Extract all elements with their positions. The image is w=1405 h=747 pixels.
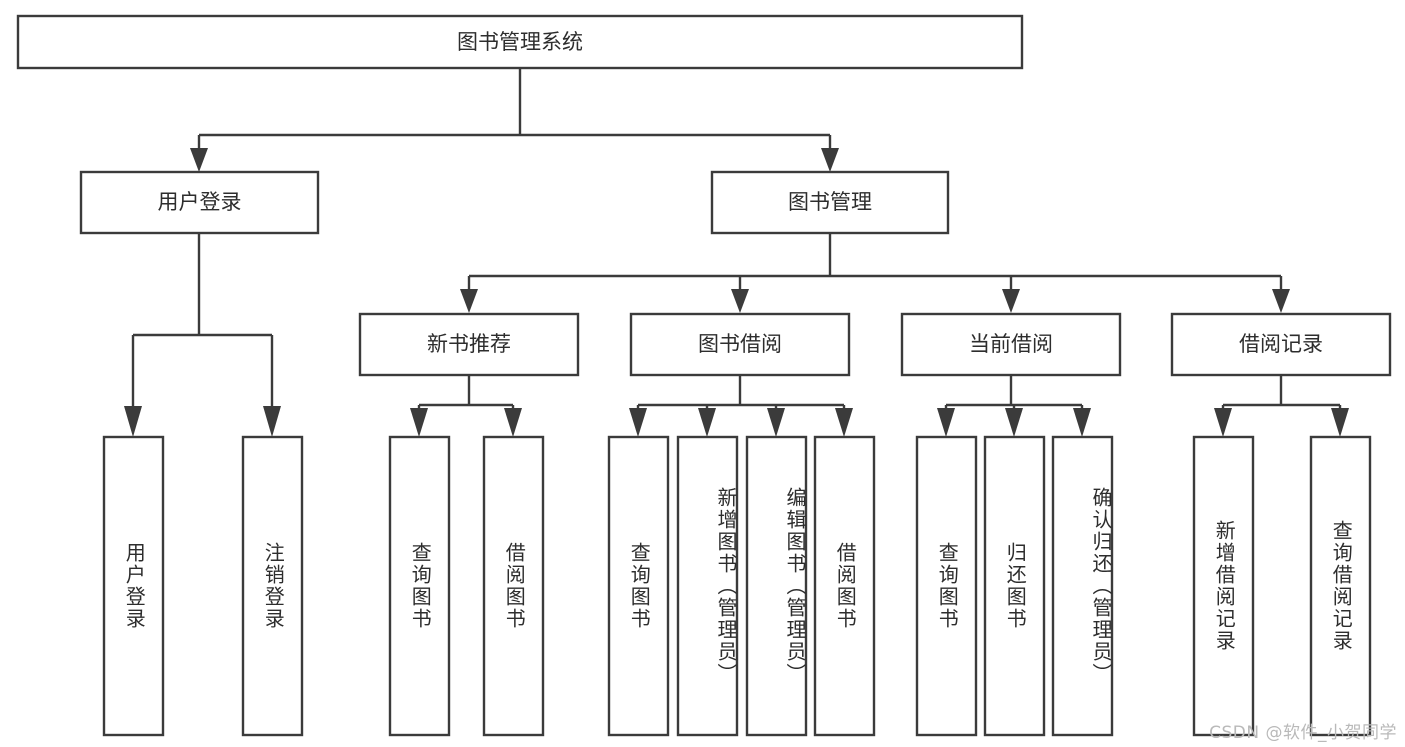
- node-leaf-query-book-3[interactable]: [915, 435, 978, 737]
- node-leaf-edit-book[interactable]: [745, 435, 808, 737]
- arrowhead-book-management: [821, 148, 839, 172]
- arrowhead-borrow-record: [1272, 289, 1290, 313]
- arrowhead-user-login: [190, 148, 208, 172]
- arrowhead-leaf-query-book-3: [937, 408, 955, 437]
- node-leaf-logout-login[interactable]: [241, 435, 304, 737]
- arrowhead-leaf-add-record: [1214, 408, 1232, 437]
- node-new-book-recommend-label: 新书推荐: [427, 332, 511, 356]
- arrowhead-leaf-confirm-return: [1073, 408, 1091, 437]
- node-leaf-borrow-book-1[interactable]: [482, 435, 545, 737]
- arrowhead-leaf-edit-book: [767, 408, 785, 437]
- node-book-borrow-label: 图书借阅: [698, 332, 782, 356]
- arrowhead-leaf-user-login: [124, 406, 142, 437]
- node-leaf-add-record[interactable]: [1192, 435, 1255, 737]
- node-current-borrow[interactable]: [900, 312, 1122, 377]
- node-leaf-query-book-1[interactable]: [388, 435, 451, 737]
- node-book-borrow[interactable]: [629, 312, 851, 377]
- node-layer: 图书管理系统 用户登录 图书管理 新书推荐 图书借阅 当前借阅 借阅记录: [16, 14, 1392, 737]
- node-new-book-recommend[interactable]: [358, 312, 580, 377]
- node-leaf-return-book[interactable]: [983, 435, 1046, 737]
- arrowhead-new-book-recommend: [460, 289, 478, 313]
- arrowhead-leaf-borrow-book-1: [504, 408, 522, 437]
- node-user-login-label: 用户登录: [158, 190, 242, 214]
- node-leaf-confirm-return[interactable]: [1051, 435, 1114, 737]
- node-book-management-label: 图书管理: [788, 190, 872, 214]
- connector-layer: [124, 68, 1349, 437]
- node-leaf-borrow-book-2[interactable]: [813, 435, 876, 737]
- node-leaf-user-login[interactable]: [102, 435, 165, 737]
- node-leaf-query-book-2[interactable]: [607, 435, 670, 737]
- arrowhead-leaf-logout-login: [263, 406, 281, 437]
- node-leaf-add-book[interactable]: [676, 435, 739, 737]
- arrowhead-leaf-query-record: [1331, 408, 1349, 437]
- node-root-system[interactable]: [16, 14, 1024, 70]
- node-borrow-record-label: 借阅记录: [1239, 332, 1323, 356]
- arrowhead-leaf-borrow-book-2: [835, 408, 853, 437]
- node-root-system-label: 图书管理系统: [457, 30, 583, 54]
- csdn-watermark: CSDN @软件_小贺同学: [1209, 723, 1397, 743]
- node-user-login[interactable]: [79, 170, 320, 235]
- arrowhead-current-borrow: [1002, 289, 1020, 313]
- arrowhead-leaf-query-book-1: [410, 408, 428, 437]
- arrowhead-leaf-add-book: [698, 408, 716, 437]
- arrowhead-leaf-return-book: [1005, 408, 1023, 437]
- node-borrow-record[interactable]: [1170, 312, 1392, 377]
- node-current-borrow-label: 当前借阅: [969, 332, 1053, 356]
- arrowhead-book-borrow: [731, 289, 749, 313]
- arrowhead-leaf-query-book-2: [629, 408, 647, 437]
- node-leaf-query-record[interactable]: [1309, 435, 1372, 737]
- node-book-management[interactable]: [710, 170, 950, 235]
